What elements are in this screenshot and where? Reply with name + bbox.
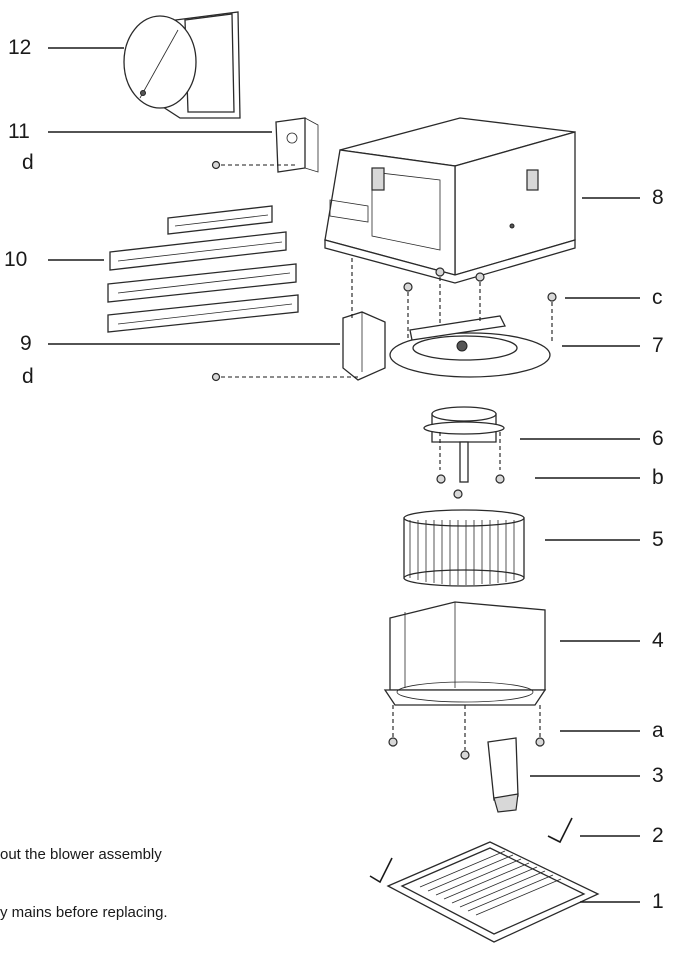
callout-c: c bbox=[652, 286, 663, 309]
part-1-grille bbox=[386, 841, 600, 943]
callout-5: 5 bbox=[652, 528, 664, 551]
callout-d-top: d bbox=[22, 151, 34, 174]
callout-2: 2 bbox=[652, 824, 664, 847]
part-2-grille-springs bbox=[369, 817, 573, 884]
callout-7: 7 bbox=[652, 334, 664, 357]
part-11-mounting-bracket bbox=[275, 117, 319, 173]
part-6-motor bbox=[423, 406, 505, 483]
part-9-corner-bracket bbox=[342, 311, 386, 381]
callout-9: 9 bbox=[20, 332, 32, 355]
screws-d bbox=[211, 160, 358, 382]
callout-6: 6 bbox=[652, 427, 664, 450]
callout-4: 4 bbox=[652, 629, 664, 652]
callout-d-bottom: d bbox=[22, 365, 34, 388]
callout-3: 3 bbox=[652, 764, 664, 787]
callout-10: 10 bbox=[4, 248, 28, 271]
part-3-receptacle bbox=[487, 737, 519, 813]
callout-12: 12 bbox=[8, 36, 32, 59]
callout-b: b bbox=[652, 466, 664, 489]
callout-a: a bbox=[652, 719, 664, 742]
callout-8: 8 bbox=[652, 186, 664, 209]
screws-c bbox=[403, 267, 557, 342]
part-10-mounting-rails bbox=[107, 205, 299, 333]
part-4-blower-housing bbox=[383, 601, 547, 750]
callout-1: 1 bbox=[652, 890, 664, 913]
part-12-duct-connector bbox=[123, 11, 241, 119]
screws-b bbox=[436, 474, 505, 499]
part-7-damper-plate bbox=[389, 315, 551, 378]
screws-a bbox=[388, 737, 545, 760]
leader-lines bbox=[48, 47, 640, 903]
callout-11: 11 bbox=[8, 120, 30, 143]
note-line-2: y mains before replacing. bbox=[0, 904, 168, 921]
part-8-housing bbox=[324, 117, 576, 284]
part-5-blower-wheel bbox=[403, 509, 525, 587]
note-line-1: out the blower assembly bbox=[0, 846, 162, 863]
